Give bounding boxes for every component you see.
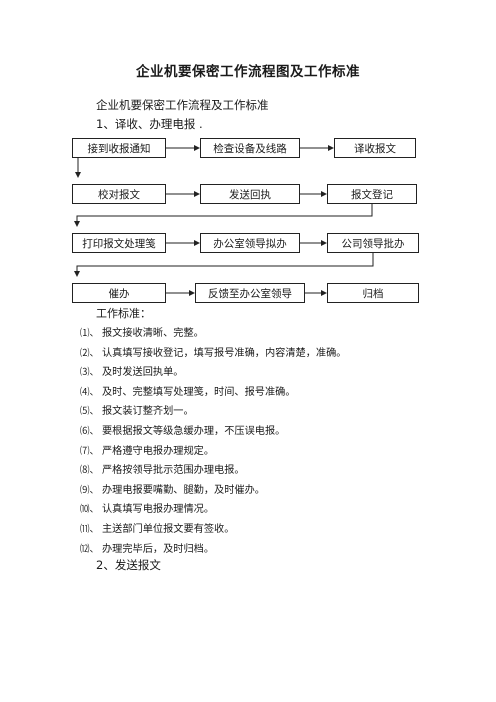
flow-box-company-approval: 公司领导批办 [327, 233, 419, 253]
flow-box-send-receipt: 发送回执 [200, 184, 300, 204]
arrow-elbow-3 [74, 253, 374, 277]
list-item: ⑹、要根据报文等级急缓办理，不压误电报。 [80, 425, 286, 437]
list-item: ⑾、主送部门单位报文要有签收。 [80, 523, 235, 535]
arrow-elbow-2 [74, 204, 373, 227]
list-item: ⑸、报文装订整齐划一。 [80, 406, 194, 418]
list-item: ⑴、报文接收清晰、完整。 [80, 328, 204, 339]
list-item: ⑻、严格按领导批示范围办理电报。 [80, 465, 245, 477]
list-item: ⑵、认真填写接收登记，填写报号准确，内容清楚，准确。 [80, 347, 347, 359]
flow-box-print-slip: 打印报文处理笺 [72, 233, 166, 253]
flow-box-translate-message: 译收报文 [334, 138, 416, 158]
flow-box-urge: 催办 [72, 283, 166, 303]
list-item: ⑼、办理电报要嘴勤、腿勤，及时催办。 [80, 484, 265, 496]
flow-box-check-equipment: 检查设备及线路 [200, 138, 300, 158]
flow-box-office-draft: 办公室领导拟办 [200, 233, 300, 253]
list-item: ⑺、严格遵守电报办理规定。 [80, 445, 215, 457]
list-item: ⑿、办理完毕后，及时归档。 [80, 543, 215, 555]
list-item: ⑶、及时发送回执单。 [80, 367, 184, 379]
flow-box-archive: 归档 [327, 283, 419, 303]
section-heading-send: 2、发送报文 [96, 558, 161, 572]
flow-box-feedback: 反馈至办公室领导 [195, 283, 305, 303]
section-heading-receive: 1、译收、办理电报 . [96, 117, 203, 131]
flow-box-proofread: 校对报文 [72, 184, 166, 204]
flow-box-register: 报文登记 [327, 184, 417, 204]
document-subtitle: 企业机要保密工作流程及工作标准 [96, 98, 269, 112]
flow-box-receive-notice: 接到收报通知 [72, 138, 166, 158]
standards-title: 工作标准： [96, 307, 151, 320]
list-item: ⑽、认真填写电报办理情况。 [80, 504, 215, 516]
document-title: 企业机要保密工作流程图及工作标准 [136, 64, 360, 80]
standards-list: ⑴、报文接收清晰、完整。 ⑵、认真填写接收登记，填写报号准确，内容清楚，准确。 … [80, 324, 347, 559]
list-item: ⑷、及时、完整填写处理笺，时间、报号准确。 [80, 386, 296, 398]
